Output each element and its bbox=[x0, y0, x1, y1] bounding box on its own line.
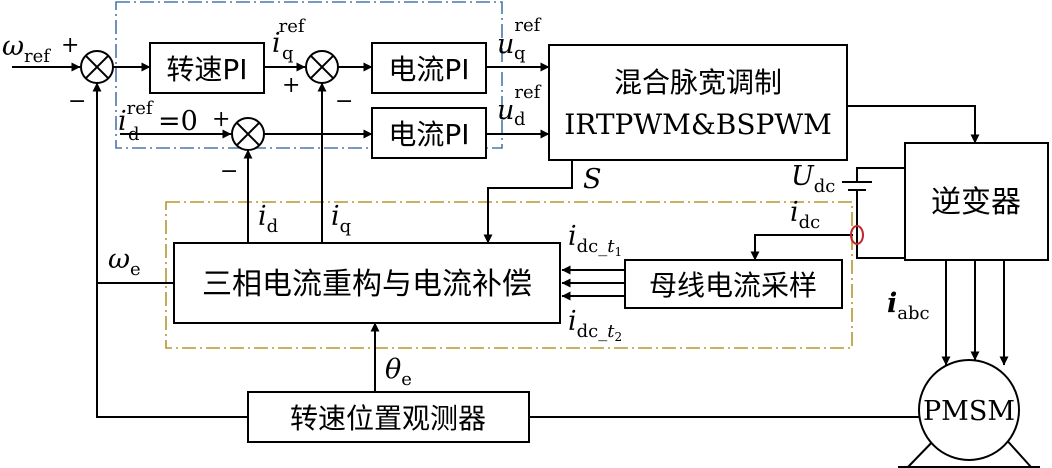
hybrid-pwm-block: 混合脉宽调制 IRTPWM&BSPWM bbox=[548, 44, 848, 161]
reconstruction-frame bbox=[165, 201, 853, 349]
bus-sampling-block: 母线电流采样 bbox=[624, 259, 843, 309]
observer-label: 转速位置观测器 bbox=[290, 402, 486, 435]
current-sensor-ring bbox=[850, 225, 864, 245]
speed-pi-block: 转速PI bbox=[149, 42, 265, 94]
hybrid-pwm-subtitle: IRTPWM&BSPWM bbox=[564, 108, 832, 141]
idc-label: idc bbox=[790, 197, 820, 233]
switch-state-label: S bbox=[583, 164, 602, 195]
pwm-to-inverter-line bbox=[847, 105, 980, 144]
switch-state-line bbox=[483, 160, 573, 244]
sign-speed-minus: − bbox=[68, 89, 86, 114]
current-pi-q-block: 电流PI bbox=[371, 42, 487, 94]
sign-iq-minus: − bbox=[335, 89, 353, 114]
dc-bus-top bbox=[856, 167, 905, 182]
speed-summing-junction bbox=[80, 50, 114, 84]
reconstruction-label: 三相电流重构与电流补偿 bbox=[202, 267, 532, 302]
q-summing-junction bbox=[305, 50, 339, 84]
omega-feedback-line bbox=[92, 82, 248, 418]
idc-t2-label: idc_t2 bbox=[568, 306, 622, 344]
udc-label: Udc bbox=[791, 161, 835, 197]
omega-e-label: ωe bbox=[108, 244, 141, 280]
sign-id-minus: − bbox=[220, 159, 238, 184]
sign-iq-ref-plus: + bbox=[282, 73, 300, 98]
d-summing-junction bbox=[231, 117, 265, 151]
pmsm-motor: PMSM bbox=[898, 359, 1040, 468]
hybrid-pwm-title: 混合脉宽调制 bbox=[614, 66, 782, 99]
omega-ref-label: ωref bbox=[2, 31, 51, 67]
observer-block: 转速位置观测器 bbox=[247, 391, 530, 443]
current-pi-d-block: 电流PI bbox=[371, 107, 487, 159]
pmsm-label: PMSM bbox=[923, 396, 1015, 427]
idc-t1-label: idc_t1 bbox=[568, 221, 622, 259]
sign-omega-ref-plus: + bbox=[61, 33, 79, 58]
speed-pi-label: 转速PI bbox=[166, 53, 247, 86]
id-feedback-label: id bbox=[258, 201, 278, 237]
idc-sense-line bbox=[750, 234, 853, 261]
current-pi-q-label: 电流PI bbox=[388, 53, 469, 86]
theta-e-label: θe bbox=[385, 354, 412, 390]
iq-feedback-label: iq bbox=[331, 201, 351, 237]
sign-id-ref-plus: + bbox=[212, 107, 230, 132]
speed-current-loop-frame bbox=[115, 1, 503, 149]
inverter-label: 逆变器 bbox=[931, 185, 1021, 220]
inverter-block: 逆变器 bbox=[904, 142, 1049, 261]
bus-sampling-label: 母线电流采样 bbox=[649, 269, 817, 302]
iabc-label: iabc bbox=[887, 288, 930, 324]
dc-bus-bottom bbox=[856, 190, 905, 259]
reconstruction-block: 三相电流重构与电流补偿 bbox=[173, 242, 561, 324]
current-pi-d-label: 电流PI bbox=[388, 118, 469, 151]
